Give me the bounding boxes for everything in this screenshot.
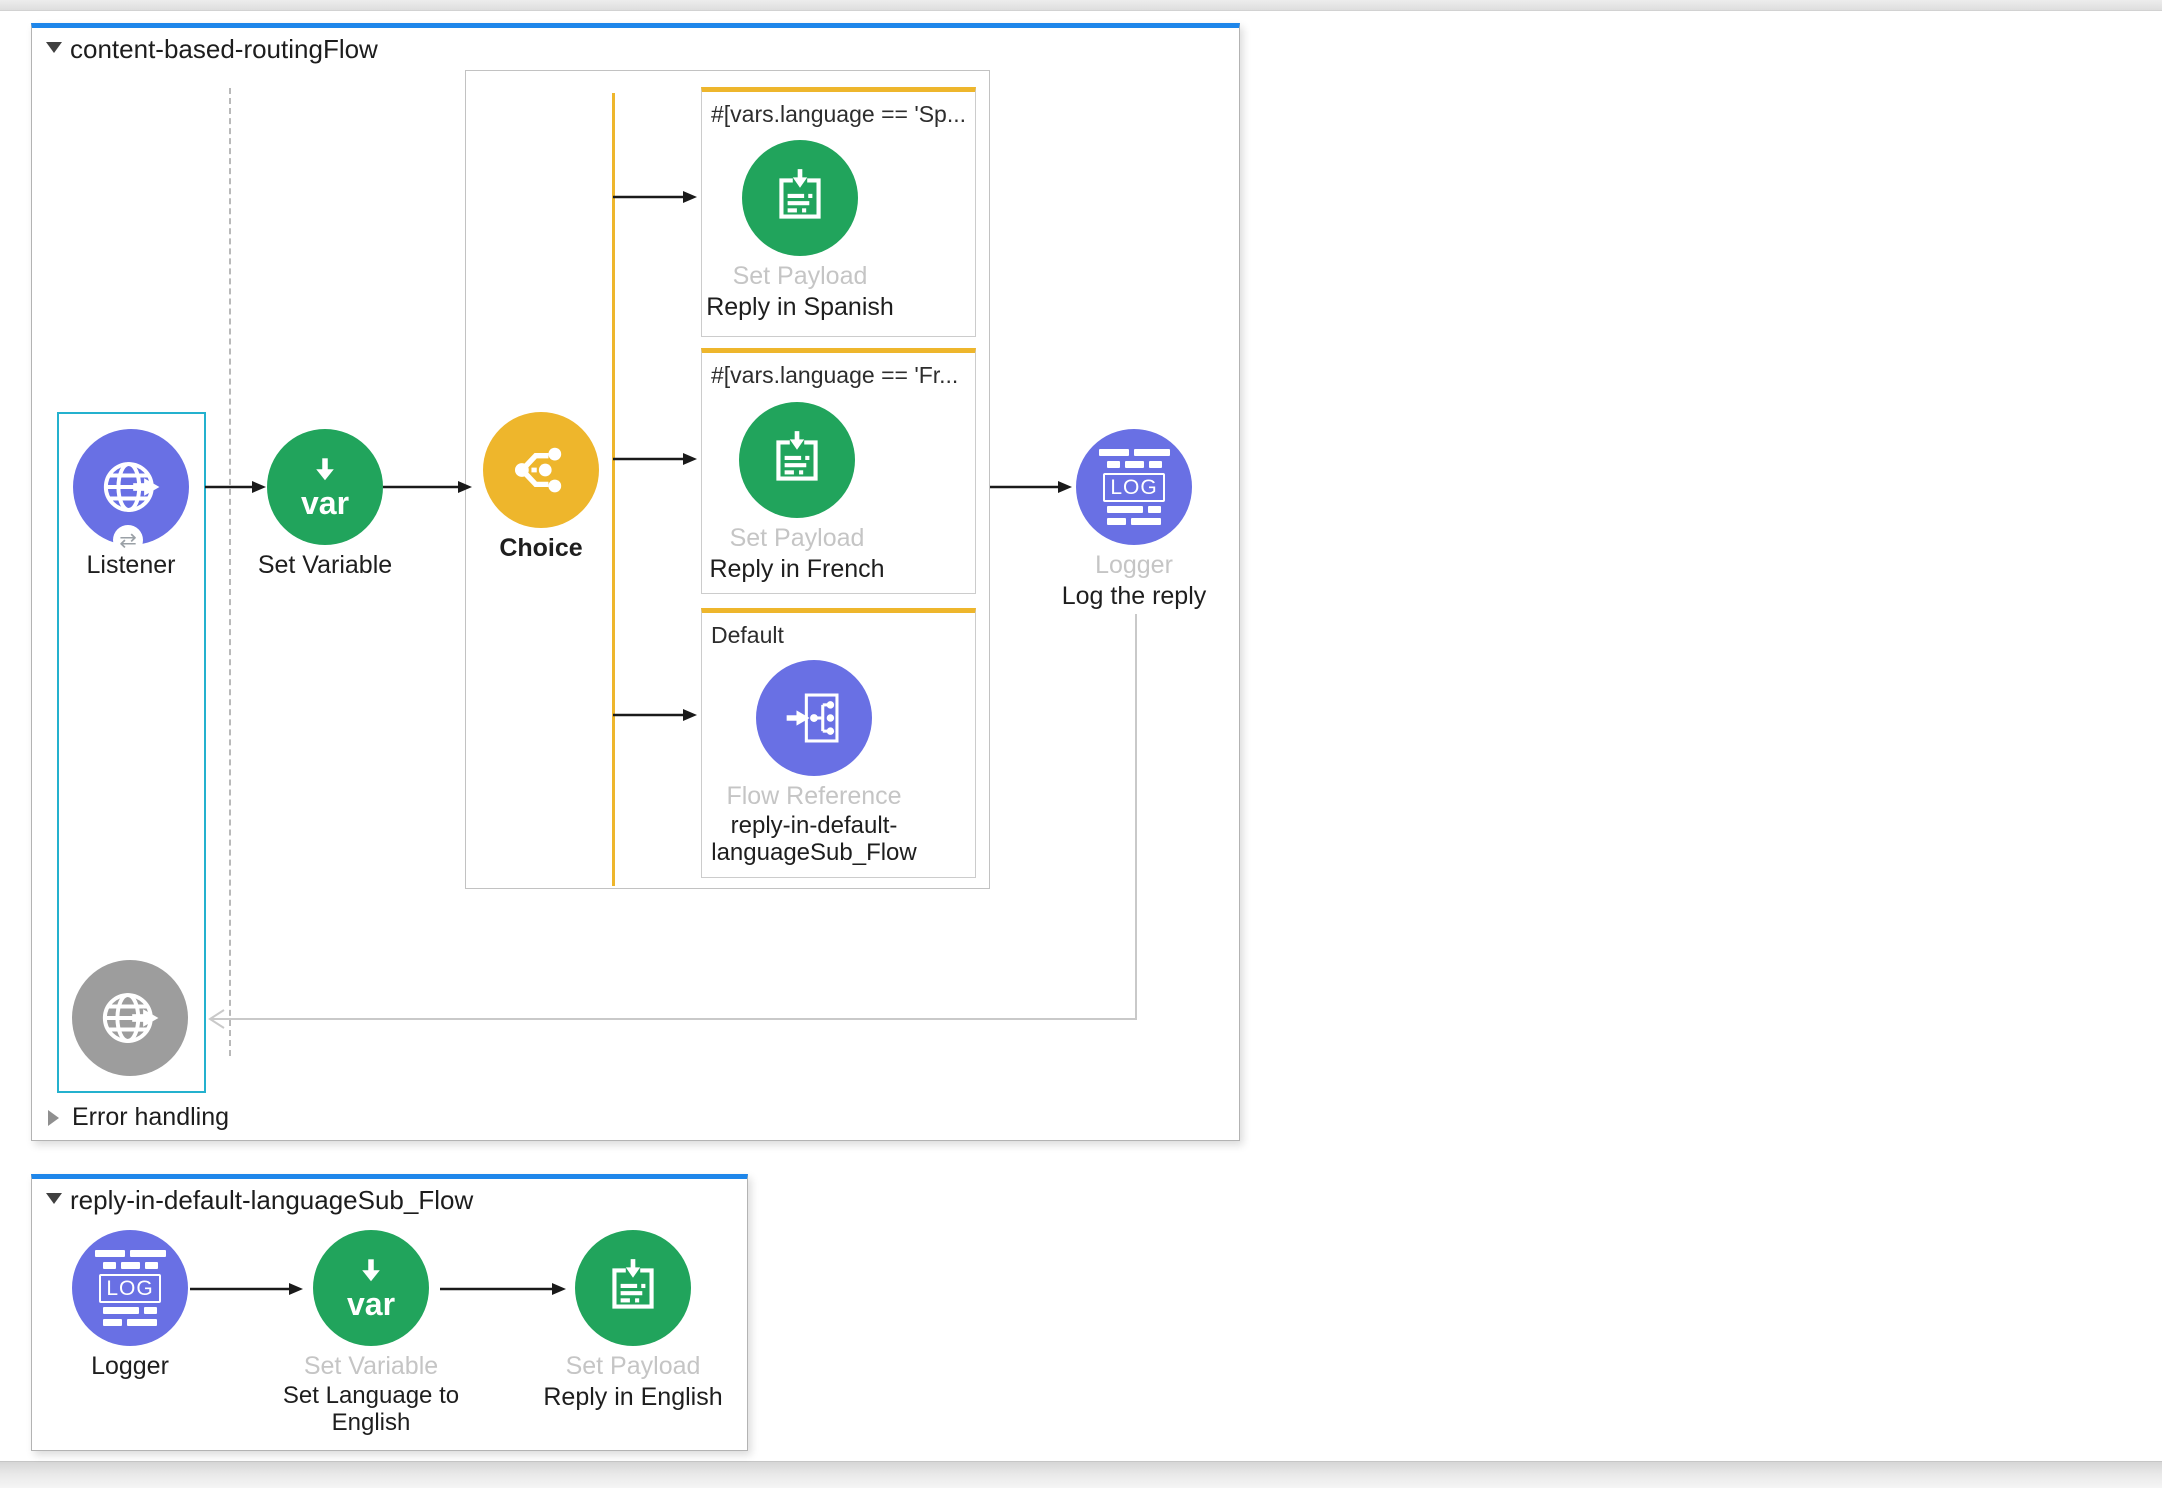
- node-name-label: Log the reply: [1061, 582, 1207, 610]
- canvas-bottom-edge: [0, 1461, 2162, 1488]
- payload-document-icon: [776, 431, 818, 481]
- choice-branch-rail: [612, 93, 615, 886]
- node-type-label: Logger: [1095, 551, 1173, 579]
- source-selection-box: [57, 412, 206, 1093]
- logger-icon[interactable]: LOG: [72, 1230, 188, 1346]
- set-variable-icon[interactable]: var: [313, 1230, 429, 1346]
- node-set-payload-french[interactable]: Set Payload Reply in French: [709, 402, 885, 583]
- globe-arrow-icon: [103, 462, 160, 512]
- node-set-payload-sub[interactable]: Set Payload Reply in English: [543, 1230, 723, 1411]
- node-set-variable[interactable]: var Set Variable: [258, 429, 392, 579]
- node-name-label: Logger: [91, 1352, 169, 1380]
- flow-title-sub[interactable]: reply-in-default-languageSub_Flow: [70, 1185, 474, 1215]
- log-icon-text: LOG: [99, 1273, 161, 1303]
- flow-reference-icon[interactable]: [756, 660, 872, 776]
- http-response-icon[interactable]: [72, 960, 188, 1076]
- node-name-label-line2: English: [331, 1409, 411, 1436]
- node-http-listener[interactable]: ⇄ Listener: [73, 429, 189, 579]
- collapse-triangle-icon[interactable]: [46, 1193, 62, 1204]
- collapse-triangle-icon[interactable]: [46, 42, 62, 53]
- node-name-label-line2: languageSub_Flow: [711, 839, 917, 866]
- node-logger-main[interactable]: LOG Logger Log the reply: [1062, 429, 1206, 610]
- node-logger-sub[interactable]: LOG Logger: [72, 1230, 188, 1380]
- payload-document-icon: [779, 169, 821, 219]
- source-process-divider: [229, 88, 231, 1056]
- logger-icon[interactable]: LOG: [1076, 429, 1192, 545]
- node-set-variable-sub[interactable]: var Set Variable Set Language to English: [283, 1230, 459, 1436]
- node-name-label: Choice: [499, 534, 583, 562]
- var-icon-text: var: [346, 1285, 396, 1322]
- arrow-into-flow-icon: [786, 693, 839, 743]
- var-icon-text: var: [300, 484, 350, 521]
- node-flow-reference[interactable]: Flow Reference reply-in-default- languag…: [711, 660, 917, 866]
- node-type-label: Set Payload: [565, 1352, 701, 1380]
- globe-arrow-icon: [102, 993, 159, 1043]
- node-choice-router[interactable]: Choice: [483, 412, 599, 562]
- choice-router-icon[interactable]: [483, 412, 599, 528]
- log-lines-icon: LOG: [1098, 447, 1170, 528]
- swap-arrows-icon: ⇄: [119, 528, 137, 552]
- route-condition: Default: [711, 622, 784, 648]
- down-arrow-icon: [362, 1258, 380, 1281]
- node-name-label: Reply in French: [709, 555, 885, 583]
- route-condition: #[vars.language == 'Sp...: [711, 101, 967, 127]
- node-http-response[interactable]: [72, 960, 188, 1076]
- node-set-payload-spanish[interactable]: Set Payload Reply in Spanish: [706, 140, 894, 321]
- set-payload-icon[interactable]: [575, 1230, 691, 1346]
- route-condition: #[vars.language == 'Fr...: [711, 362, 959, 388]
- node-name-label: Set Variable: [257, 551, 393, 579]
- node-name-label-line1: reply-in-default-: [730, 812, 898, 839]
- node-name-label-line1: Set Language to: [282, 1382, 460, 1409]
- flow-title-main[interactable]: content-based-routingFlow: [70, 34, 378, 64]
- error-handling-label[interactable]: Error handling: [72, 1103, 230, 1131]
- node-name-label: Reply in Spanish: [706, 293, 894, 321]
- request-response-badge: ⇄: [113, 525, 143, 555]
- payload-document-icon: [612, 1259, 654, 1309]
- set-payload-icon[interactable]: [742, 140, 858, 256]
- set-payload-icon[interactable]: [739, 402, 855, 518]
- node-type-label: Flow Reference: [726, 782, 902, 810]
- branch-icon: [514, 447, 562, 493]
- expand-triangle-icon[interactable]: [48, 1110, 59, 1126]
- node-type-label: Set Payload: [729, 524, 865, 552]
- down-arrow-icon: [316, 457, 334, 480]
- canvas-top-edge: [0, 0, 2162, 11]
- node-type-label: Set Payload: [732, 262, 868, 290]
- node-name-label: Reply in English: [543, 1383, 723, 1411]
- node-type-label: Set Variable: [303, 1352, 439, 1380]
- log-lines-icon: LOG: [94, 1248, 166, 1329]
- node-name-label: Listener: [86, 551, 176, 579]
- set-variable-icon[interactable]: var: [267, 429, 383, 545]
- log-icon-text: LOG: [1103, 472, 1165, 502]
